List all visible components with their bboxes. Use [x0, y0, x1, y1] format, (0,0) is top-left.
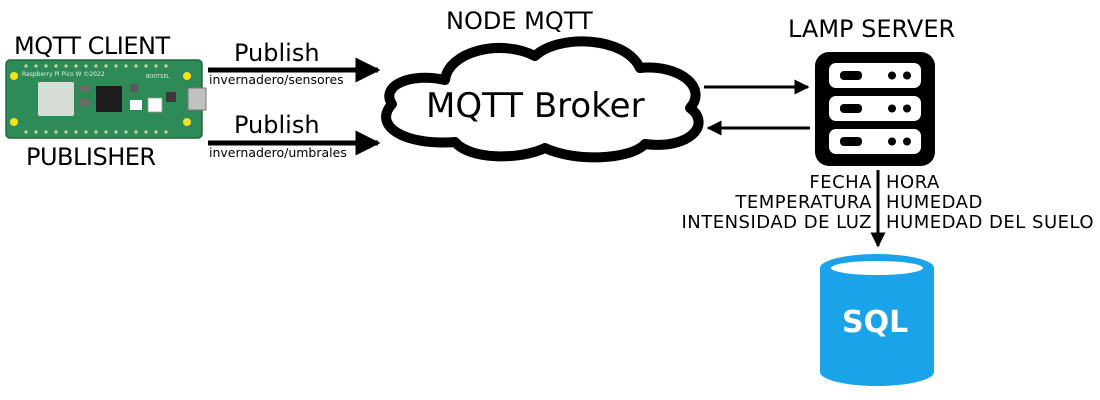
publish-topic-1: invernadero/sensores: [209, 72, 344, 87]
field-temperatura: TEMPERATURA: [735, 192, 872, 213]
node-title: NODE MQTT: [446, 7, 593, 35]
server-title: LAMP SERVER: [788, 15, 956, 43]
cloud-icon: [381, 36, 704, 163]
database-icon: [820, 254, 934, 386]
field-hora: HORA: [886, 172, 940, 193]
pico-board-icon: [5, 59, 207, 139]
database-label: SQL: [842, 305, 909, 340]
field-humedad: HUMEDAD: [886, 192, 983, 213]
broker-name: MQTT Broker: [426, 86, 645, 126]
server-icon: [815, 52, 935, 166]
publish-label-1: Publish: [234, 39, 320, 67]
field-humedad-suelo: HUMEDAD DEL SUELO: [886, 212, 1095, 233]
publish-topic-2: invernadero/umbrales: [209, 145, 347, 160]
field-fecha: FECHA: [809, 172, 872, 193]
field-intensidad-luz: INTENSIDAD DE LUZ: [681, 212, 872, 233]
client-title: MQTT CLIENT: [14, 32, 170, 60]
bootsel-silkscreen: BOOTSEL: [146, 74, 170, 80]
board-silkscreen: Raspberry Pi Pico W ©2022: [22, 71, 105, 78]
client-role: PUBLISHER: [26, 143, 156, 171]
publish-label-2: Publish: [234, 111, 320, 139]
